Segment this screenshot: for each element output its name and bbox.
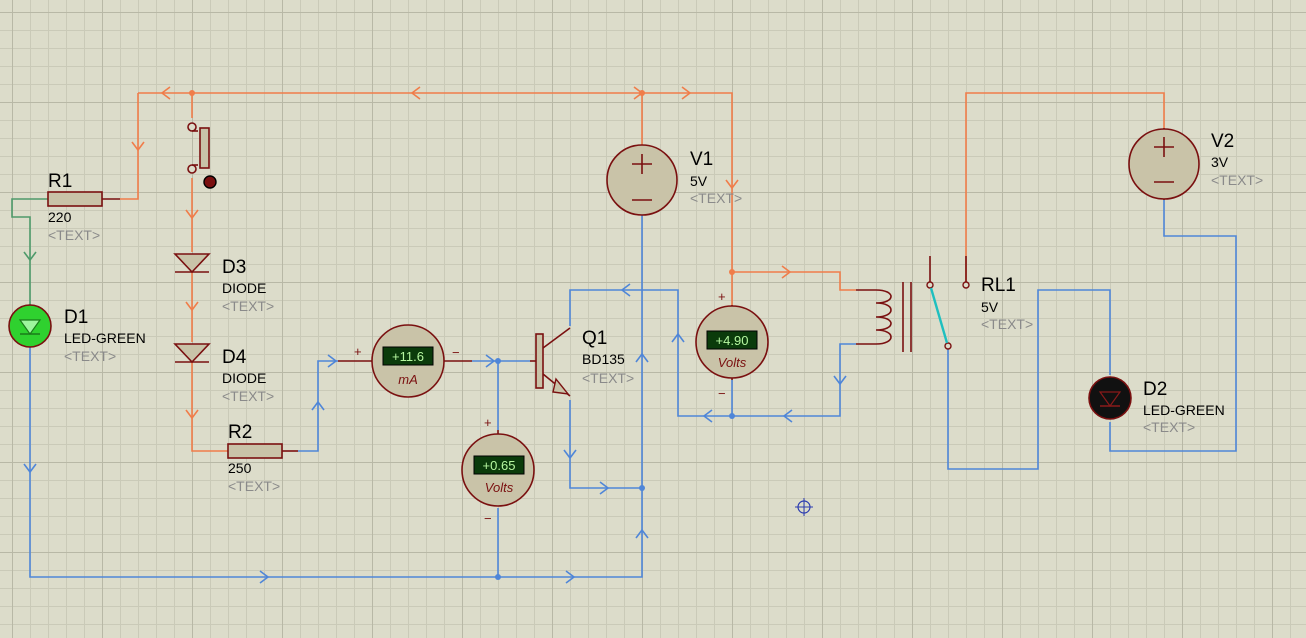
d3-ref: D3 [222, 257, 246, 278]
rl1-ref: RL1 [981, 275, 1016, 296]
wires-low [23, 200, 1237, 584]
d3-value: DIODE [222, 280, 266, 296]
voltmeter-base-minus: − [484, 511, 492, 526]
voltmeter-base-unit: Volts [485, 480, 514, 495]
d4-text: <TEXT> [222, 388, 274, 404]
d1-ref: D1 [64, 307, 88, 328]
rl1-text: <TEXT> [981, 316, 1033, 332]
wires-high [120, 86, 1165, 452]
voltmeter-coil-unit: Volts [718, 355, 747, 370]
relay-rl1[interactable]: RL1 5V <TEXT> [856, 256, 1033, 352]
d4-ref: D4 [222, 347, 247, 368]
d2-text: <TEXT> [1143, 419, 1195, 435]
ammeter-unit: mA [398, 372, 418, 387]
ammeter[interactable]: +11.6 mA + − [338, 324, 472, 398]
transistor-q1: Q1 BD135 <TEXT> [530, 327, 634, 397]
r1-ref: R1 [48, 171, 72, 192]
r2-text: <TEXT> [228, 478, 280, 494]
diode-d4: D4 DIODE <TEXT> [173, 343, 274, 404]
button-actuator[interactable] [203, 175, 217, 189]
diode-d3: D3 DIODE <TEXT> [173, 253, 274, 314]
q1-ref: Q1 [582, 328, 607, 349]
voltmeter-coil-minus: − [718, 386, 726, 401]
ammeter-minus: − [452, 345, 460, 360]
v2-ref: V2 [1211, 131, 1234, 152]
voltmeter-coil-reading: +4.90 [716, 333, 749, 348]
d1-text: <TEXT> [64, 348, 116, 364]
v1-ref: V1 [690, 149, 713, 170]
v1-text: <TEXT> [690, 190, 742, 206]
q1-text: <TEXT> [582, 370, 634, 386]
voltmeter-coil[interactable]: +4.90 Volts + − [695, 289, 769, 401]
d4-value: DIODE [222, 370, 266, 386]
voltmeter-base[interactable]: +0.65 Volts + − [461, 415, 535, 526]
voltmeter-base-plus: + [484, 415, 492, 430]
r1-text: <TEXT> [48, 227, 100, 243]
d2-value: LED-GREEN [1143, 402, 1225, 418]
wire-mid [11, 198, 48, 305]
r1-value: 220 [48, 209, 72, 225]
d2-ref: D2 [1143, 379, 1167, 400]
resistor-r1[interactable]: R1 220 <TEXT> [47, 171, 120, 243]
rl1-value: 5V [981, 299, 999, 315]
q1-value: BD135 [582, 351, 625, 367]
push-button[interactable] [187, 122, 217, 189]
v2-value: 3V [1211, 154, 1229, 170]
ammeter-reading: +11.6 [392, 349, 424, 364]
voltmeter-base-reading: +0.65 [483, 458, 516, 473]
r2-value: 250 [228, 460, 252, 476]
d1-value: LED-GREEN [64, 330, 146, 346]
v2-text: <TEXT> [1211, 172, 1263, 188]
source-v2[interactable]: V2 3V <TEXT> [1128, 128, 1263, 200]
resistor-r2[interactable]: R2 250 <TEXT> [227, 422, 298, 494]
led-d2: D2 LED-GREEN <TEXT> [1088, 376, 1225, 435]
d3-text: <TEXT> [222, 298, 274, 314]
relay-switch-arm [929, 287, 949, 344]
v1-value: 5V [690, 173, 708, 189]
crosshair-icon [795, 498, 813, 516]
ammeter-plus: + [354, 344, 362, 359]
r2-ref: R2 [228, 422, 252, 443]
source-v1[interactable]: V1 5V <TEXT> [606, 144, 742, 216]
voltmeter-coil-plus: + [718, 289, 726, 304]
led-d1: D1 LED-GREEN <TEXT> [8, 304, 146, 364]
